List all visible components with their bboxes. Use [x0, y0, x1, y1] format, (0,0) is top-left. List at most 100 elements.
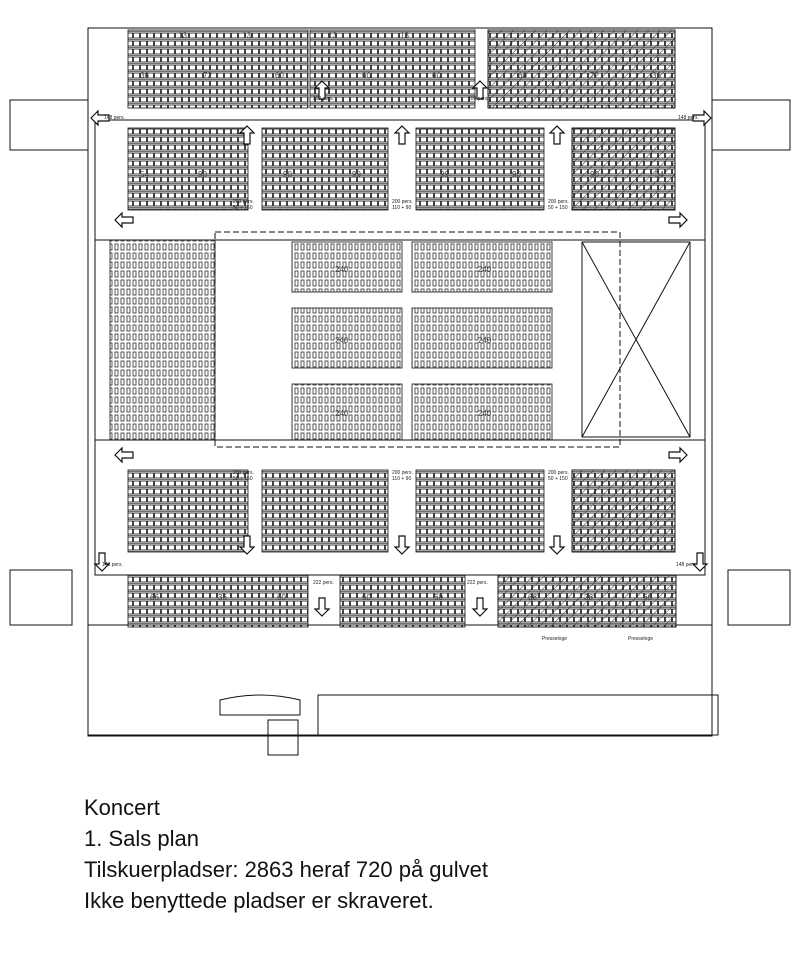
floor-seat-block	[291, 383, 403, 441]
floor-seat-block	[411, 383, 553, 441]
stair-tower-sw	[9, 569, 73, 626]
retractable-seat-block	[109, 239, 216, 441]
exit-label: 200 pers.	[392, 470, 413, 476]
exit-arrow-icon	[393, 535, 411, 555]
section-count: 60	[362, 593, 371, 602]
section-count: 66	[150, 593, 159, 602]
lower-seat-block	[415, 469, 545, 553]
section-count: 72	[203, 71, 212, 80]
caption-level: 1. Sals plan	[84, 826, 199, 851]
exit-label: 148 pers.	[678, 115, 699, 121]
exit-arrow-icon	[471, 597, 489, 617]
section-count: 99	[352, 170, 361, 179]
exit-arrow-icon	[393, 125, 411, 145]
floor-seat-block	[411, 307, 553, 369]
section-count: 60	[434, 593, 443, 602]
exit-arrow-icon	[93, 552, 111, 572]
top-row-label: 13	[400, 31, 409, 40]
section-count: 60	[518, 71, 527, 80]
section-count: 99	[440, 170, 449, 179]
exit-label: 200 pers.	[392, 199, 413, 205]
section-count: 60	[362, 71, 371, 80]
section-count: 90	[590, 170, 599, 179]
section-count: 90	[198, 170, 207, 179]
exit-arrow-icon	[668, 446, 688, 464]
exit-arrow-icon	[238, 125, 256, 145]
section-count: 66	[643, 593, 652, 602]
plan-caption: Koncert 1. Sals plan Tilskuerpladser: 28…	[84, 792, 488, 916]
floor-count: 240	[335, 265, 349, 274]
top-row-label: 13	[242, 31, 251, 40]
lower-seat-block	[127, 469, 249, 553]
floor-seat-block	[291, 241, 403, 293]
exit-arrow-icon	[471, 80, 489, 100]
section-count: 90	[512, 170, 521, 179]
exit-arrow-icon	[548, 125, 566, 145]
balcony-seat-block	[127, 29, 309, 109]
top-row-label: 13	[328, 31, 337, 40]
floor-count: 240	[335, 409, 349, 418]
section-count: 72	[590, 71, 599, 80]
upper-seat-block	[261, 127, 389, 211]
section-count: 54	[655, 170, 664, 179]
floor-count: 240	[478, 336, 492, 345]
section-count: 36	[652, 71, 661, 80]
plan-labels: 13 13 13 13 36 72 60 60 60 60 72 36 54 9…	[102, 31, 699, 642]
exit-label: 200 pers.	[548, 470, 569, 476]
exit-arrow-icon	[90, 109, 110, 127]
exit-arrow-icon	[114, 211, 134, 229]
exit-label: 148 pers.	[676, 562, 697, 568]
exit-label: 200 pers.	[313, 96, 334, 102]
section-count: 66	[528, 593, 537, 602]
floor-seat-block	[291, 307, 403, 369]
unused-seats-hatching	[571, 469, 676, 553]
press-box-label: Presseloge	[542, 636, 567, 642]
lower-seat-block	[261, 469, 389, 553]
outer-wall	[87, 27, 713, 737]
exit-label: 200 pers.	[468, 96, 489, 102]
section-count: 36	[584, 593, 593, 602]
top-row-label: 13	[178, 31, 187, 40]
caption-capacity: Tilskuerpladser: 2863 heraf 720 på gulve…	[84, 857, 488, 882]
exit-label: 148 pers.	[102, 562, 123, 568]
exit-arrow-icon	[313, 597, 331, 617]
upper-seat-block	[415, 127, 545, 211]
exit-label: 50 + 150	[233, 476, 253, 482]
exit-arrow-icon	[691, 552, 709, 572]
exit-label: 200 pers.	[548, 199, 569, 205]
exit-label: 200 pers.	[233, 470, 254, 476]
unused-seats-hatching	[487, 29, 676, 109]
balcony-seat-block	[309, 29, 476, 109]
stair-tower-se	[727, 569, 791, 626]
exit-label: 110 + 90	[392, 205, 411, 211]
lower-balcony-seat-block	[127, 574, 309, 628]
unused-seats-hatching	[497, 574, 677, 628]
exit-arrow-icon	[238, 535, 256, 555]
floor-count: 240	[478, 265, 492, 274]
exit-label: 222 pers.	[313, 580, 334, 586]
stair-tower-ne	[711, 99, 791, 151]
caption-title: Koncert	[84, 795, 160, 820]
caption-note: Ikke benyttede pladser er skraveret.	[84, 888, 434, 913]
stair-tower-nw	[9, 99, 89, 151]
exit-label: 222 pers.	[467, 580, 488, 586]
section-count: 60	[275, 71, 284, 80]
section-count: 36	[218, 593, 227, 602]
exit-label: 50 + 150	[548, 476, 568, 482]
exit-label: 50 + 150	[548, 205, 568, 211]
section-count: 60	[432, 71, 441, 80]
section-count: 36	[140, 71, 149, 80]
exit-label: 50 + 150	[233, 205, 253, 211]
section-count: 60	[277, 593, 286, 602]
section-count: 90	[283, 170, 292, 179]
exit-arrow-icon	[313, 80, 331, 100]
exit-arrow-icon	[114, 446, 134, 464]
unused-seats-hatching	[571, 127, 676, 211]
press-box-label: Presseloge	[628, 636, 653, 642]
exit-label: 110 + 90	[392, 476, 411, 482]
floor-count: 240	[478, 409, 492, 418]
exit-arrow-icon	[548, 535, 566, 555]
exit-label: 200 pers.	[233, 199, 254, 205]
floor-plan: 13 13 13 13 36 72 60 60 60 60 72 36 54 9…	[9, 27, 791, 756]
upper-seat-block	[127, 127, 249, 211]
